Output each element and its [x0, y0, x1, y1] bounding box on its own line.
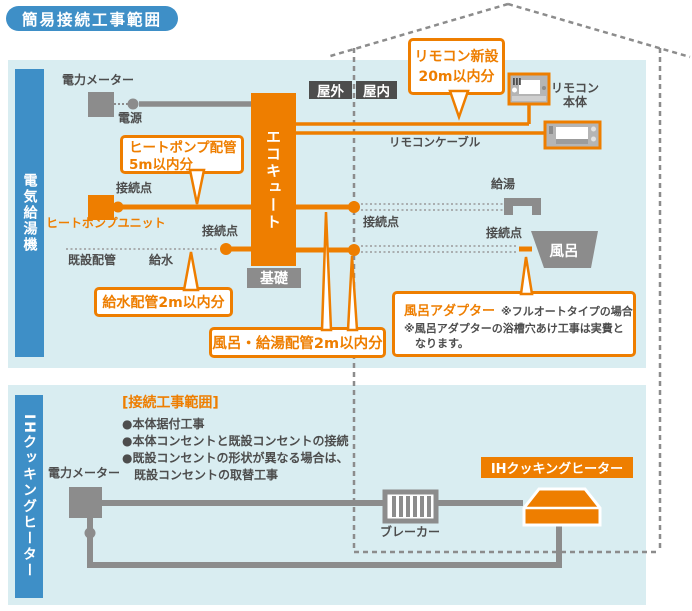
callout-bath-adapter: 風呂アダプター ※フルオートタイプの場合 ※風呂アダプターの浴槽穴あけ工事は実費…: [392, 291, 636, 357]
connection-point-label-2: 接続点: [202, 224, 239, 238]
roof-right-line: [507, 2, 691, 59]
indoor-label-box: 屋内: [356, 81, 397, 100]
bath-adapter-note1: ※フルオートタイプの場合: [501, 305, 633, 318]
hot-water-label: 給湯: [491, 177, 516, 191]
scope-item-4: 既設コンセントの取替工事: [122, 468, 279, 482]
bath-adapter-note3: なります。: [415, 337, 469, 350]
heat-pump-unit-icon: [88, 195, 114, 220]
connection-point-label-3: 接続点: [363, 215, 400, 229]
remote-body-label-line2: 本体: [562, 95, 587, 109]
page-title: 簡易接続工事範囲: [6, 6, 178, 31]
bath-label: 風呂: [549, 244, 579, 260]
sidebar-ih-heater: IHクッキングヒーター: [15, 395, 43, 598]
callout-bath-hot-water-piping: 風呂・給湯配管2m以内分: [209, 327, 386, 358]
callout-heat-pump-piping: ヒートポンプ配管 5m以内分: [120, 135, 244, 174]
bath-adapter-title: 風呂アダプター: [404, 304, 496, 319]
power-label: 電源: [118, 111, 143, 125]
foundation-box: 基礎: [247, 268, 301, 288]
remote-body-label-line1: リモコン: [551, 81, 600, 95]
ih-power-meter-label: 電力メーター: [48, 466, 121, 480]
scope-item-1: ●本体据付工事: [122, 417, 205, 431]
callout-remote-new-line2: 20m以内分: [418, 68, 495, 85]
connection-point-label-1: 接続点: [116, 181, 153, 195]
ih-power-meter-icon: [69, 487, 102, 518]
callout-remote-new: リモコン新設 20m以内分: [408, 38, 505, 95]
remote-body-label: リモコン 本体: [551, 77, 599, 110]
scope-item-3: ●既設コンセントの形状が異なる場合は、: [122, 451, 349, 465]
scope-item-2: ●本体コンセントと既設コンセントの接続: [122, 434, 349, 448]
power-meter-icon: [88, 92, 114, 117]
connection-point-label-4: 接続点: [486, 226, 523, 240]
remote-cable-label: リモコンケーブル: [389, 135, 481, 149]
power-meter-label: 電力メーター: [62, 73, 135, 87]
scope-list: ●本体据付工事 ●本体コンセントと既設コンセントの接続 ●既設コンセントの形状が…: [122, 416, 348, 484]
outdoor-label-box: 屋外: [309, 81, 352, 100]
bath-adapter-note2: ※風呂アダプターの浴槽穴あけ工事は実費と: [404, 322, 624, 335]
existing-piping-label: 既設配管: [68, 253, 117, 267]
ecocute-tank-label: エコキュート: [264, 128, 282, 231]
heat-pump-unit-label: ヒートポンプユニット: [46, 216, 166, 230]
ecocute-tank: エコキュート: [251, 93, 296, 266]
ih-heater-label-box: IHクッキングヒーター: [481, 457, 633, 478]
sidebar-ih-heater-label: IHクッキングヒーター: [21, 414, 37, 579]
sidebar-water-heater: 電気給湯機: [15, 69, 44, 357]
callout-remote-new-line1: リモコン新設: [414, 48, 499, 65]
callout-heat-pump-piping-line1: ヒートポンプ配管: [129, 140, 237, 156]
callout-heat-pump-piping-line2: 5m以内分: [129, 156, 193, 173]
scope-heading: [接続工事範囲]: [122, 395, 219, 411]
callout-water-supply-piping: 給水配管2m以内分: [94, 287, 233, 317]
breaker-label: ブレーカー: [380, 525, 441, 539]
water-supply-label: 給水: [149, 253, 174, 267]
sidebar-water-heater-label: 電気給湯機: [21, 173, 38, 253]
